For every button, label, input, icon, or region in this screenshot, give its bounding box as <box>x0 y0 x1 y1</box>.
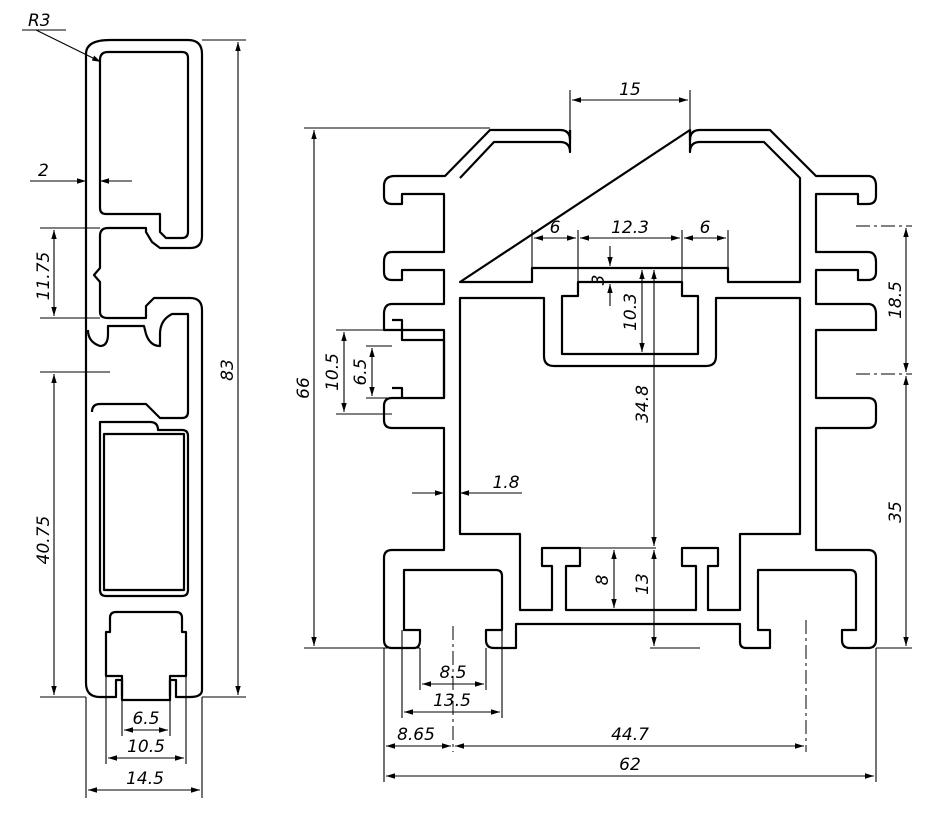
dim-left-lower-height: 40.75 <box>34 516 54 565</box>
left-profile-outer-outline <box>84 38 204 702</box>
dim-right-slot-outer: 10.5 <box>323 353 343 391</box>
left-profile-upper-cavity <box>98 50 190 240</box>
dim-right-slot-inner: 6.5 <box>351 358 371 385</box>
dim-right-wall: 1.8 <box>492 473 519 493</box>
dim-right-channel-depth: 10.3 <box>621 293 641 331</box>
dim-right-slot-inner-width: 8.5 <box>439 663 466 683</box>
dim-right-offset-left: 8.65 <box>397 725 435 745</box>
dim-right-slot-spacing-bottom: 44.7 <box>611 725 649 745</box>
dim-right-slot-outer-width: 13.5 <box>433 691 471 711</box>
right-profile: 15 66 6 12.3 6 3 10.3 34.8 18.5 <box>294 80 912 782</box>
right-profile-top-channel <box>560 280 700 356</box>
dim-right-slot-spacing: 18.5 <box>886 281 906 319</box>
left-profile-inner-window <box>102 432 186 592</box>
dim-right-height: 66 <box>294 377 314 399</box>
dim-right-left-flange: 6 <box>550 218 561 238</box>
dim-right-channel-width: 12.3 <box>611 218 649 238</box>
dim-left-wall: 2 <box>38 161 49 181</box>
right-profile-outer-outline <box>382 128 878 650</box>
dim-right-right-flange: 6 <box>700 218 711 238</box>
dim-right-width: 62 <box>619 755 641 775</box>
dim-right-top-opening: 15 <box>619 80 641 100</box>
dim-right-center-height: 34.8 <box>633 385 653 423</box>
dim-left-slot-mid: 10.5 <box>127 737 165 757</box>
dim-right-lip: 3 <box>589 275 609 286</box>
dim-right-bottom-depth: 13 <box>633 573 653 595</box>
dim-left-height: 83 <box>218 359 238 381</box>
left-profile: R3 2 11.75 83 40.75 6.5 10.5 14.5 <box>22 11 246 798</box>
dim-left-slot-inner: 6.5 <box>132 709 159 729</box>
dim-left-radius: R3 <box>28 11 51 31</box>
right-profile-slot-left <box>392 318 446 398</box>
left-profile-t-slot <box>104 610 188 696</box>
left-profile-lower-cavity <box>98 420 190 598</box>
dim-left-slot-top: 11.75 <box>34 252 54 301</box>
right-profile-center-cavity <box>458 296 802 612</box>
right-profile-upper-chamber <box>458 128 802 284</box>
dim-left-width: 14.5 <box>126 769 164 789</box>
dim-right-bottom-channel: 8 <box>593 574 613 585</box>
left-profile-mid-lip <box>86 312 190 420</box>
dim-right-lower-height: 35 <box>886 501 906 523</box>
